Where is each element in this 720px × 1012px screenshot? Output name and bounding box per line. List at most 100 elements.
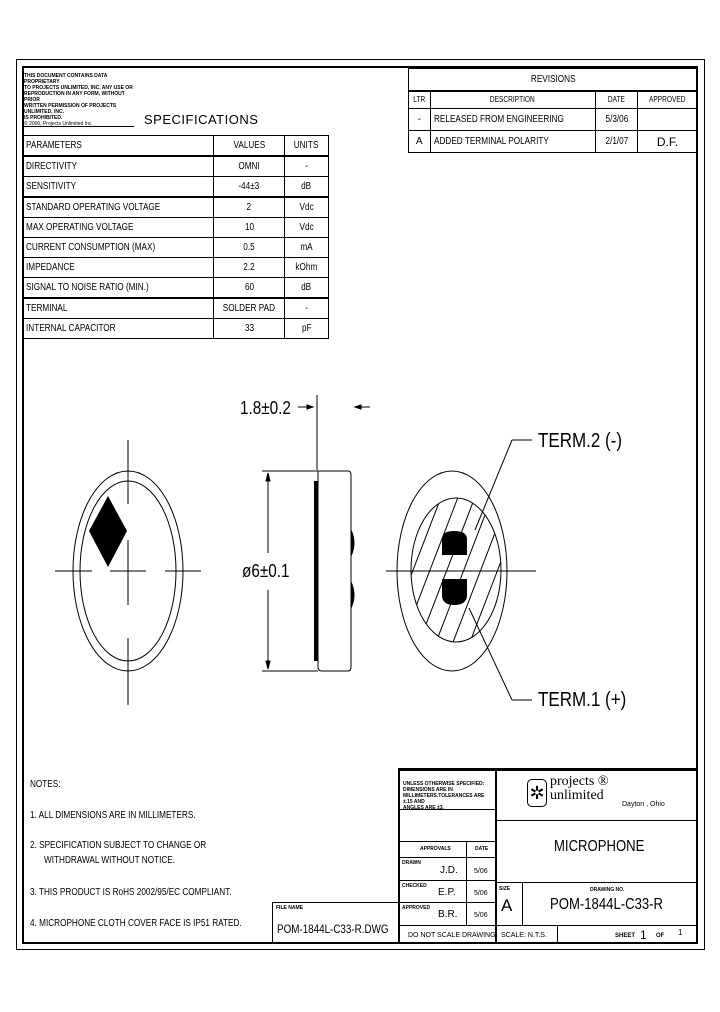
spec-unit: - bbox=[283, 155, 330, 177]
diameter-dimension: ø6±0.1 bbox=[242, 561, 290, 581]
divider bbox=[495, 882, 698, 883]
tolerance-note: UNLESS OTHERWISE SPECIFIED: DIMENSIONS A… bbox=[403, 781, 495, 811]
divider bbox=[466, 841, 467, 925]
spec-unit: mA bbox=[283, 237, 330, 258]
spec-row: DIRECTIVITY OMNI - bbox=[21, 155, 330, 177]
sheet-label: SHEET bbox=[615, 933, 636, 939]
spec-row: CURRENT CONSUMPTION (MAX) 0.5 mA bbox=[21, 237, 330, 258]
approval-date: 5/06 bbox=[474, 890, 488, 897]
spec-parameter: SIGNAL TO NOISE RATIO (MIN.) bbox=[21, 277, 215, 299]
note-item: 1. ALL DIMENSIONS ARE IN MILLIMETERS. bbox=[30, 810, 196, 821]
revisions-title: REVISIONS bbox=[408, 68, 698, 91]
side-view bbox=[262, 395, 370, 672]
revisions-header-row: LTR DESCRIPTION DATE APPROVED bbox=[408, 90, 698, 109]
spec-value: 60 bbox=[213, 277, 285, 299]
title-block: UNLESS OTHERWISE SPECIFIED: DIMENSIONS A… bbox=[398, 768, 698, 944]
disclaimer-line: IS PROHIBITED. bbox=[24, 115, 63, 121]
spec-row: SIGNAL TO NOISE RATIO (MIN.) 60 dB bbox=[21, 277, 330, 299]
approval-role: CHECKED bbox=[402, 883, 427, 889]
approvals-header: APPROVALS bbox=[420, 846, 451, 852]
size-label: SIZE bbox=[499, 886, 511, 892]
header-parameters: PARAMETERS bbox=[21, 135, 215, 157]
disclaimer-line: WRITTEN PERMISSION OF PROJECTS UNLIMITED… bbox=[24, 103, 117, 115]
spec-row: MAX OPERATING VOLTAGE 10 Vdc bbox=[21, 217, 330, 238]
spec-unit: - bbox=[283, 297, 330, 319]
do-not-scale-note: DO NOT SCALE DRAWING bbox=[408, 932, 496, 939]
spec-unit: Vdc bbox=[283, 217, 330, 238]
spec-row: TERMINAL SOLDER PAD - bbox=[21, 297, 330, 319]
header-values: VALUES bbox=[213, 135, 285, 157]
spec-value: 2.2 bbox=[213, 257, 285, 278]
spec-unit: pF bbox=[283, 318, 330, 339]
spec-header-row: PARAMETERS VALUES UNITS bbox=[21, 135, 330, 157]
spec-value: SOLDER PAD bbox=[213, 297, 285, 319]
copyright-line: © 2006, Projects Unlimited Inc. bbox=[24, 121, 93, 127]
part-title: MICROPHONE bbox=[554, 838, 645, 855]
divider bbox=[557, 925, 558, 944]
note-item: 4. MICROPHONE CLOTH COVER FACE IS IP51 R… bbox=[30, 918, 242, 929]
specifications-table: PARAMETERS VALUES UNITS DIRECTIVITY OMNI… bbox=[21, 135, 330, 339]
revision-approved bbox=[637, 108, 698, 131]
spec-row: INTERNAL CAPACITOR 33 pF bbox=[21, 318, 330, 339]
rear-view bbox=[386, 439, 536, 701]
spec-row: IMPEDANCE 2.2 kOhm bbox=[21, 257, 330, 278]
spec-parameter: SENSITIVITY bbox=[21, 176, 215, 198]
drawing-no-label: DRAWING NO. bbox=[590, 887, 625, 893]
spec-value: 33 bbox=[213, 318, 285, 339]
file-name-label: FILE NAME bbox=[276, 905, 303, 911]
spec-parameter: INTERNAL CAPACITOR bbox=[21, 318, 215, 339]
file-name: POM-1844L-C33-R.DWG bbox=[277, 922, 389, 936]
tolerance-line: ANGLES ARE ±3. bbox=[403, 805, 444, 811]
revision-row: - RELEASED FROM ENGINEERING 5/3/06 bbox=[408, 108, 698, 131]
drawing-number: POM-1844L-C33-R bbox=[550, 896, 664, 913]
term1-pad-icon bbox=[442, 579, 467, 605]
spec-value: OMNI bbox=[213, 155, 285, 177]
divider bbox=[495, 771, 497, 944]
divider bbox=[495, 820, 698, 821]
revisions-table: REVISIONS LTR DESCRIPTION DATE APPROVED … bbox=[408, 68, 698, 153]
spec-unit: kOhm bbox=[283, 257, 330, 278]
disclaimer-line: REPRODUCTION IN ANY FORM, WITHOUT PRIOR bbox=[24, 91, 125, 103]
spec-parameter: CURRENT CONSUMPTION (MAX) bbox=[21, 237, 215, 258]
sheet-total: 1 bbox=[678, 928, 683, 937]
term2-pad-icon bbox=[442, 531, 467, 555]
drawing-frame bbox=[22, 66, 698, 944]
spec-unit: dB bbox=[283, 176, 330, 198]
revision-date: 2/1/07 bbox=[594, 130, 639, 153]
note-item: 3. THIS PRODUCT IS RoHS 2002/95/EC COMPL… bbox=[30, 887, 232, 898]
revision-date: 5/3/06 bbox=[594, 108, 639, 131]
disclaimer-line: THIS DOCUMENT CONTAINS DATA PROPRIETARY bbox=[24, 73, 108, 85]
spec-parameter: MAX OPERATING VOLTAGE bbox=[21, 217, 215, 238]
file-name-box: FILE NAME POM-1844L-C33-R.DWG bbox=[272, 902, 398, 942]
notes-title: NOTES: bbox=[30, 779, 61, 790]
header-date: DATE bbox=[594, 90, 639, 109]
hatch-pattern bbox=[411, 498, 501, 642]
approval-date: 5/06 bbox=[474, 912, 488, 919]
disclaimer-block: THIS DOCUMENT CONTAINS DATA PROPRIETARY … bbox=[24, 73, 139, 127]
revision-description: ADDED TERMINAL POLARITY bbox=[429, 130, 596, 153]
spec-value: 10 bbox=[213, 217, 285, 238]
spec-row: STANDARD OPERATING VOLTAGE 2 Vdc bbox=[21, 196, 330, 218]
tolerance-line: DIMENSIONS ARE IN bbox=[403, 787, 453, 793]
disclaimer-line: TO PROJECTS UNLIMITED, INC. ANY USE OR bbox=[24, 85, 133, 91]
header-ltr: LTR bbox=[408, 90, 431, 109]
tolerance-line: UNLESS OTHERWISE SPECIFIED: bbox=[403, 781, 485, 787]
company-logo-icon: ✲ bbox=[527, 779, 547, 807]
term2-label: TERM.2 (-) bbox=[538, 430, 623, 452]
spec-value: 0.5 bbox=[213, 237, 285, 258]
spec-value: -44±3 bbox=[213, 176, 285, 198]
of-label: OF bbox=[656, 933, 665, 939]
spec-row: SENSITIVITY -44±3 dB bbox=[21, 176, 330, 198]
spec-parameter: TERMINAL bbox=[21, 297, 215, 319]
revision-row: A ADDED TERMINAL POLARITY 2/1/07 D.F. bbox=[408, 130, 698, 153]
term1-label: TERM.1 (+) bbox=[538, 689, 627, 711]
divider bbox=[400, 857, 495, 858]
tolerance-line: MILLIMETERS.TOLERANCES ARE ±.15 AND bbox=[403, 793, 485, 805]
polarity-diamond-icon bbox=[89, 496, 127, 567]
approval-initials: J.D. bbox=[440, 865, 458, 876]
spec-parameter: IMPEDANCE bbox=[21, 257, 215, 278]
front-view bbox=[55, 440, 201, 705]
scale-value: SCALE: N.T.S. bbox=[501, 932, 547, 939]
header-description: DESCRIPTION bbox=[429, 90, 596, 109]
approval-role: APPROVED bbox=[402, 905, 431, 911]
